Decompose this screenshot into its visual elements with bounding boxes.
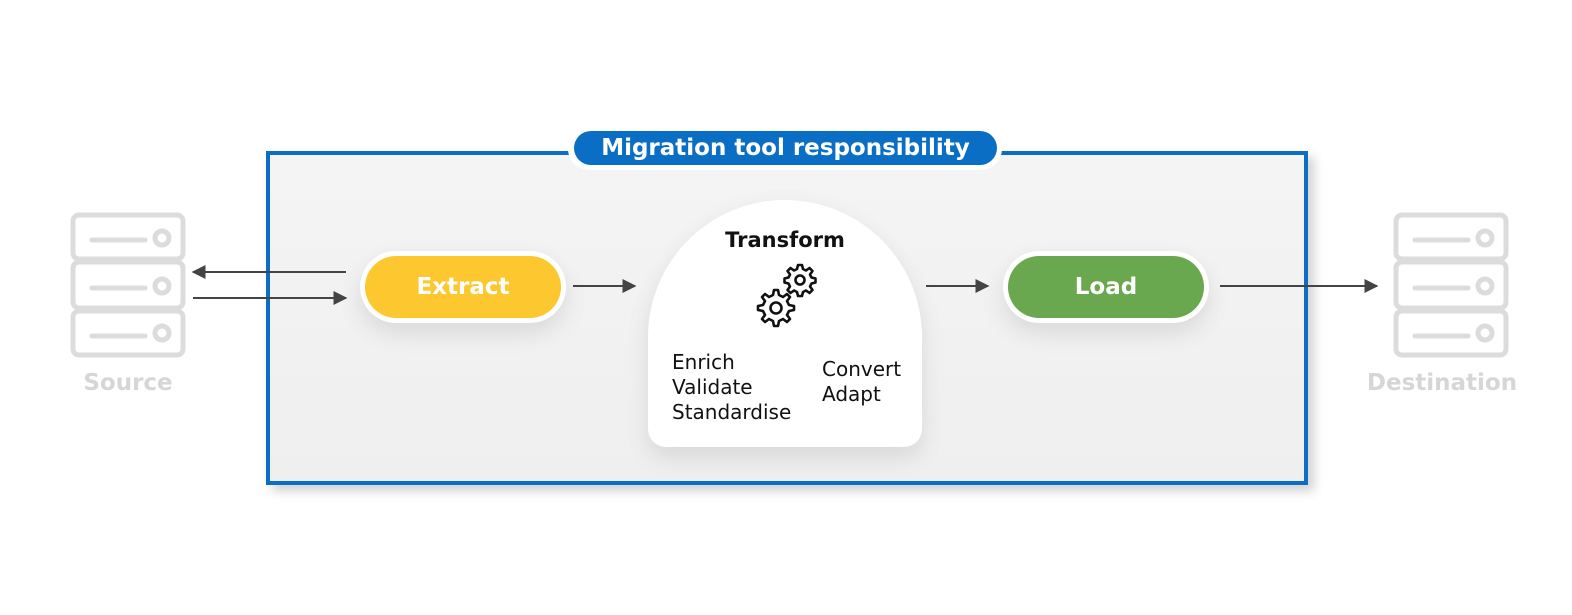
transform-title: Transform (725, 228, 845, 252)
extract-step: Extract (360, 251, 566, 323)
transform-item-enrich: Enrich (672, 350, 735, 374)
extract-label: Extract (365, 256, 561, 318)
transform-actions-right: Convert Adapt (822, 357, 901, 407)
load-step: Load (1003, 251, 1209, 323)
transform-item-convert: Convert (822, 357, 902, 381)
transform-item-standardise: Standardise (672, 400, 792, 424)
transform-item-validate: Validate (672, 375, 753, 399)
transform-item-adapt: Adapt (822, 382, 881, 406)
source-label: Source (83, 370, 173, 396)
boundary-label: Migration tool responsibility (574, 131, 997, 165)
source-server-icon (70, 212, 186, 358)
transform-step: Transform Enrich Validate Standardise Co… (648, 200, 922, 447)
destination-label: Destination (1366, 370, 1518, 396)
destination-server-icon (1393, 212, 1509, 358)
load-label: Load (1008, 256, 1204, 318)
gears-icon (756, 263, 817, 328)
transform-actions-left: Enrich Validate Standardise (672, 350, 791, 425)
